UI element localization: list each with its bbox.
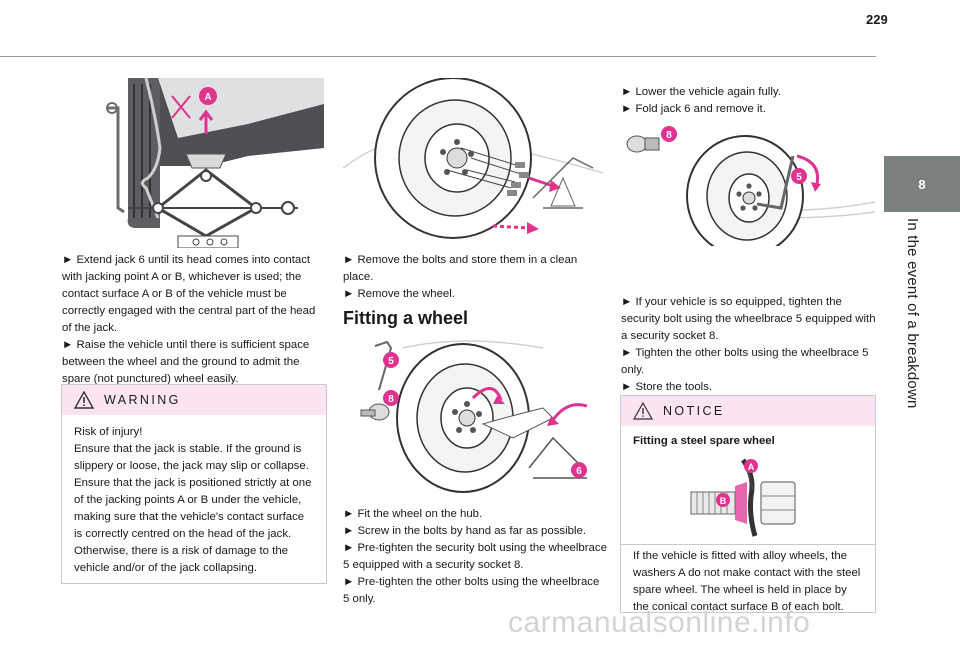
bolt-washer-illustration: A B (681, 456, 821, 540)
warning-triangle-icon (74, 391, 94, 409)
chapter-tab[interactable]: 8 (884, 156, 960, 212)
header-divider (0, 56, 876, 57)
notice-subtitle: Fitting a steel spare wheel (633, 435, 775, 447)
removal-steps: ► Remove the bolts and store them in a c… (343, 252, 608, 303)
wheel-removal-illustration (343, 78, 607, 243)
wheel-tightening-illustration: 8 5 (621, 122, 875, 246)
lowering-steps: ► Lower the vehicle again fully. ► Fold … (621, 84, 876, 118)
instruction-step: ► Fold jack 6 and remove it. (621, 103, 766, 115)
warning-header: WARNING (62, 385, 326, 415)
fitting-steps: ► Fit the wheel on the hub. ► Screw in t… (343, 506, 608, 608)
tighten-steps: ► If your vehicle is so equipped, tighte… (621, 294, 876, 396)
notice-triangle-icon (633, 402, 653, 420)
label-b-badge: B (720, 496, 727, 506)
instruction-step: ► Fit the wheel on the hub. (343, 508, 483, 520)
warning-line: Ensure that the jack is positioned stric… (74, 477, 312, 574)
notice-header: NOTICE (621, 396, 875, 426)
instruction-step: ► Store the tools. (621, 381, 713, 393)
label-5-badge: 5 (796, 172, 802, 183)
chapter-title: In the event of a breakdown (904, 218, 921, 409)
jack-raising-illustration: A (98, 78, 324, 248)
warning-line: Ensure that the jack is stable. If the g… (74, 443, 309, 472)
instruction-step: ► Raise the vehicle until there is suffi… (62, 339, 310, 385)
instruction-step: ► Remove the wheel. (343, 288, 455, 300)
instruction-step: ► Lower the vehicle again fully. (621, 86, 781, 98)
instruction-step: ► Pre-tighten the security bolt using th… (343, 542, 607, 571)
watermark: carmanualsonline.info (508, 606, 811, 639)
notice-box: NOTICE Fitting a steel spare wheel A B I… (620, 395, 876, 613)
instruction-step: ► Screw in the bolts by hand as far as p… (343, 525, 587, 537)
warning-title: WARNING (104, 393, 181, 407)
page-number: 229 (866, 12, 888, 27)
wheel-fitting-illustration: 5 8 6 (343, 338, 607, 498)
instruction-step: ► Pre-tighten the other bolts using the … (343, 576, 600, 605)
section-heading: Fitting a wheel (343, 308, 469, 328)
label-a-badge: A (748, 462, 755, 472)
jack-instructions: ► Extend jack 6 until its head comes int… (62, 252, 327, 388)
label-6-badge: 6 (576, 466, 582, 477)
label-8-badge: 8 (666, 130, 672, 141)
notice-body: If the vehicle is fitted with alloy whee… (633, 550, 861, 613)
notice-title: NOTICE (663, 404, 725, 418)
notice-divider (621, 544, 875, 545)
instruction-step: ► Tighten the other bolts using the whee… (621, 347, 869, 376)
warning-line: Risk of injury! (74, 426, 143, 438)
label-8-badge: 8 (388, 394, 394, 405)
label-a-badge: A (204, 92, 211, 103)
label-5-badge: 5 (388, 356, 394, 367)
instruction-step: ► Remove the bolts and store them in a c… (343, 254, 578, 283)
instruction-step: ► If your vehicle is so equipped, tighte… (621, 296, 876, 342)
instruction-step: ► Extend jack 6 until its head comes int… (62, 254, 316, 334)
warning-box: WARNING Risk of injury! Ensure that the … (61, 384, 327, 584)
